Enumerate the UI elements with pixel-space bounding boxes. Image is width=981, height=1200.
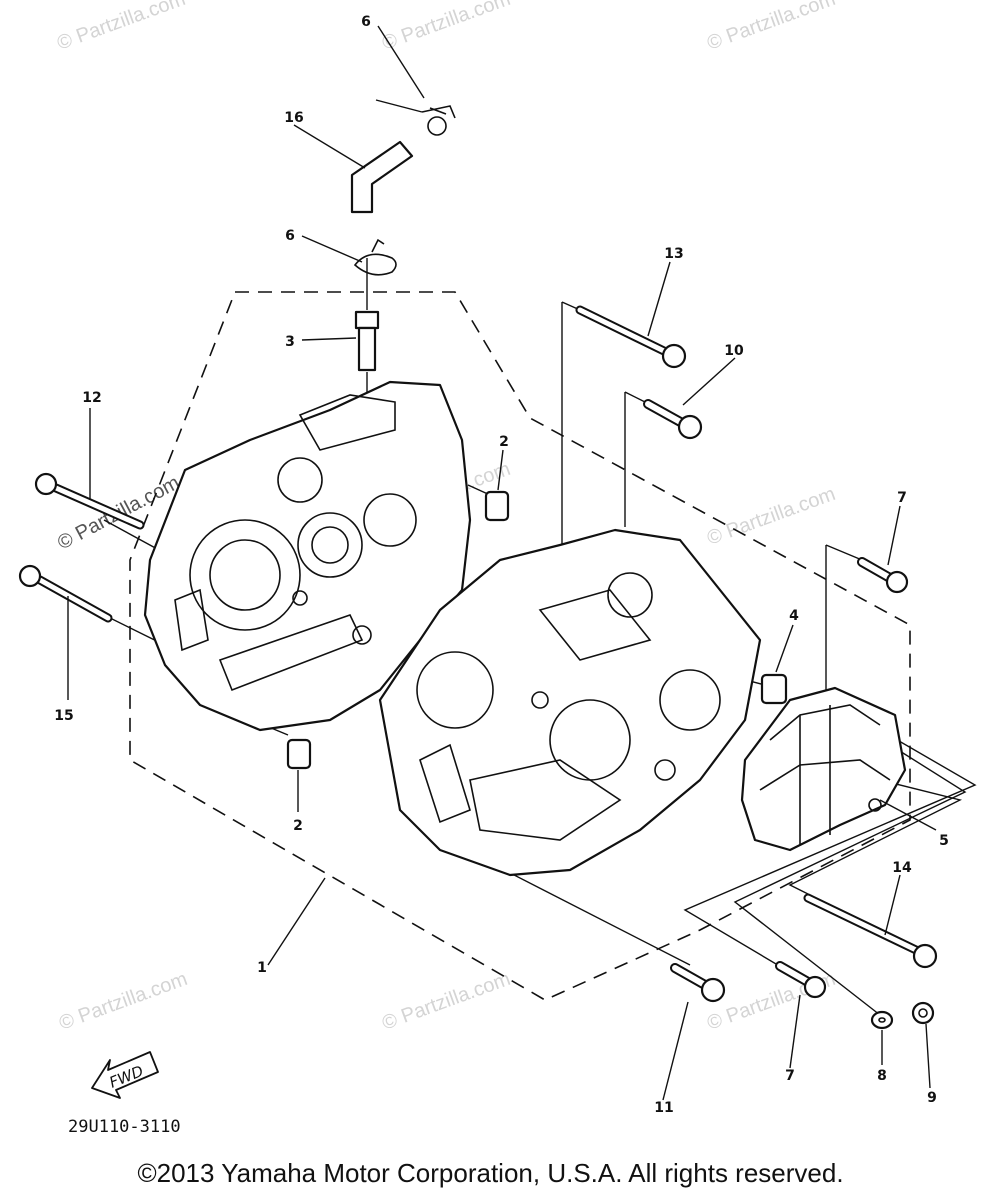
dowel-pin-lower: [286, 738, 312, 770]
washer-8: [870, 1010, 894, 1030]
bolt-7-lower: [775, 961, 827, 999]
part-5-housing: [740, 686, 907, 852]
callout-1: 1: [257, 960, 267, 976]
bolt-15: [18, 564, 113, 623]
callout-9: 9: [927, 1090, 937, 1106]
watermark: © Partzilla.com: [54, 0, 188, 55]
dowel-pin-upper: [484, 490, 510, 522]
hose-clamp-lower: [353, 238, 397, 276]
callout-12: 12: [82, 390, 101, 406]
watermark: © Partzilla.com: [56, 968, 190, 1035]
callout-4: 4: [789, 608, 799, 624]
bolt-11: [670, 963, 726, 1003]
callout-2-lower: 2: [293, 818, 303, 834]
bolt-13: [575, 305, 687, 369]
callout-8: 8: [877, 1068, 887, 1084]
callout-5: 5: [939, 833, 949, 849]
dowel-pin-4: [760, 673, 788, 705]
callout-6-top: 6: [361, 14, 371, 30]
breather-fitting: [354, 310, 380, 372]
callout-14: 14: [892, 860, 912, 876]
watermark: © Partzilla.com: [704, 483, 838, 550]
bolt-14: [803, 893, 938, 969]
callout-6-lower: 6: [285, 228, 295, 244]
callout-2-upper: 2: [499, 434, 509, 450]
crankcase-right: [378, 528, 762, 877]
hose-clamp-top: [421, 105, 456, 136]
copyright-notice: ©2013 Yamaha Motor Corporation, U.S.A. A…: [137, 1158, 844, 1188]
crankcase-left: [143, 380, 472, 732]
callout-16: 16: [284, 110, 303, 126]
fwd-arrow-icon: FWD: [91, 1051, 159, 1099]
watermark: © Partzilla.com: [379, 0, 513, 55]
callout-3: 3: [285, 334, 295, 350]
fwd-label: FWD: [107, 1062, 146, 1092]
bolt-7-upper: [857, 557, 909, 594]
diagram-code: 29U110-3110: [68, 1117, 181, 1137]
callout-15: 15: [54, 708, 73, 724]
breather-hose: [350, 140, 414, 214]
callout-7-upper: 7: [897, 490, 907, 506]
bolt-12: [34, 472, 145, 530]
callout-numbers: 1 2 2 3 4 5 6 6 7 7 8 9 10 11 12 13 14 1…: [54, 14, 949, 1116]
watermark: © Partzilla.com: [704, 0, 838, 55]
callout-leaders: [67, 25, 937, 1101]
assembly-boundary-line: [129, 291, 911, 1001]
callout-10: 10: [724, 343, 744, 359]
callout-7-lower: 7: [785, 1068, 795, 1084]
watermark: © Partzilla.com: [379, 968, 513, 1035]
callout-13: 13: [664, 246, 683, 262]
callout-11: 11: [654, 1100, 673, 1116]
bolt-10: [643, 399, 703, 440]
bolt-9: [911, 1001, 935, 1025]
